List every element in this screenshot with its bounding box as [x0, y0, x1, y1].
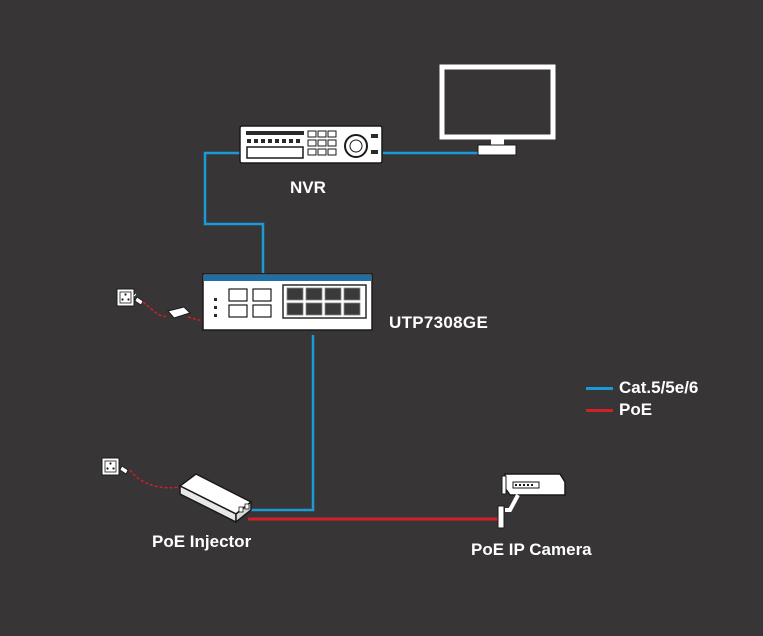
- nvr-icon: [239, 125, 383, 164]
- injector-label: PoE Injector: [152, 532, 252, 551]
- ip-camera-icon: [497, 473, 566, 529]
- legend-label-poe: PoE: [619, 400, 653, 419]
- cable-nvr-to-switch: [203, 151, 265, 273]
- plug-injector-icon: [119, 465, 129, 475]
- legend-label-cat: Cat.5/5e/6: [619, 378, 699, 397]
- power-outlet-icon: [116, 288, 135, 307]
- plug-icon: [133, 293, 144, 306]
- monitor-icon: [439, 64, 556, 156]
- switch-label: UTP7308GE: [389, 313, 489, 332]
- cat-cables: [203, 151, 480, 512]
- power-outlet-injector-icon: [101, 457, 120, 476]
- nvr-label: NVR: [290, 178, 326, 197]
- power-adapter-icon: [167, 306, 191, 319]
- legend-swatch-cat: [586, 387, 613, 390]
- power-cord-injector: [129, 469, 179, 489]
- legend-swatch-poe: [586, 409, 613, 412]
- camera-label: PoE IP Camera: [471, 540, 592, 559]
- power-cords: [129, 301, 206, 489]
- poe-switch-icon: [202, 273, 373, 331]
- cable-switch-to-injector: [248, 335, 315, 512]
- power-cord-switch: [142, 301, 169, 318]
- poe-injector-icon: [178, 473, 253, 524]
